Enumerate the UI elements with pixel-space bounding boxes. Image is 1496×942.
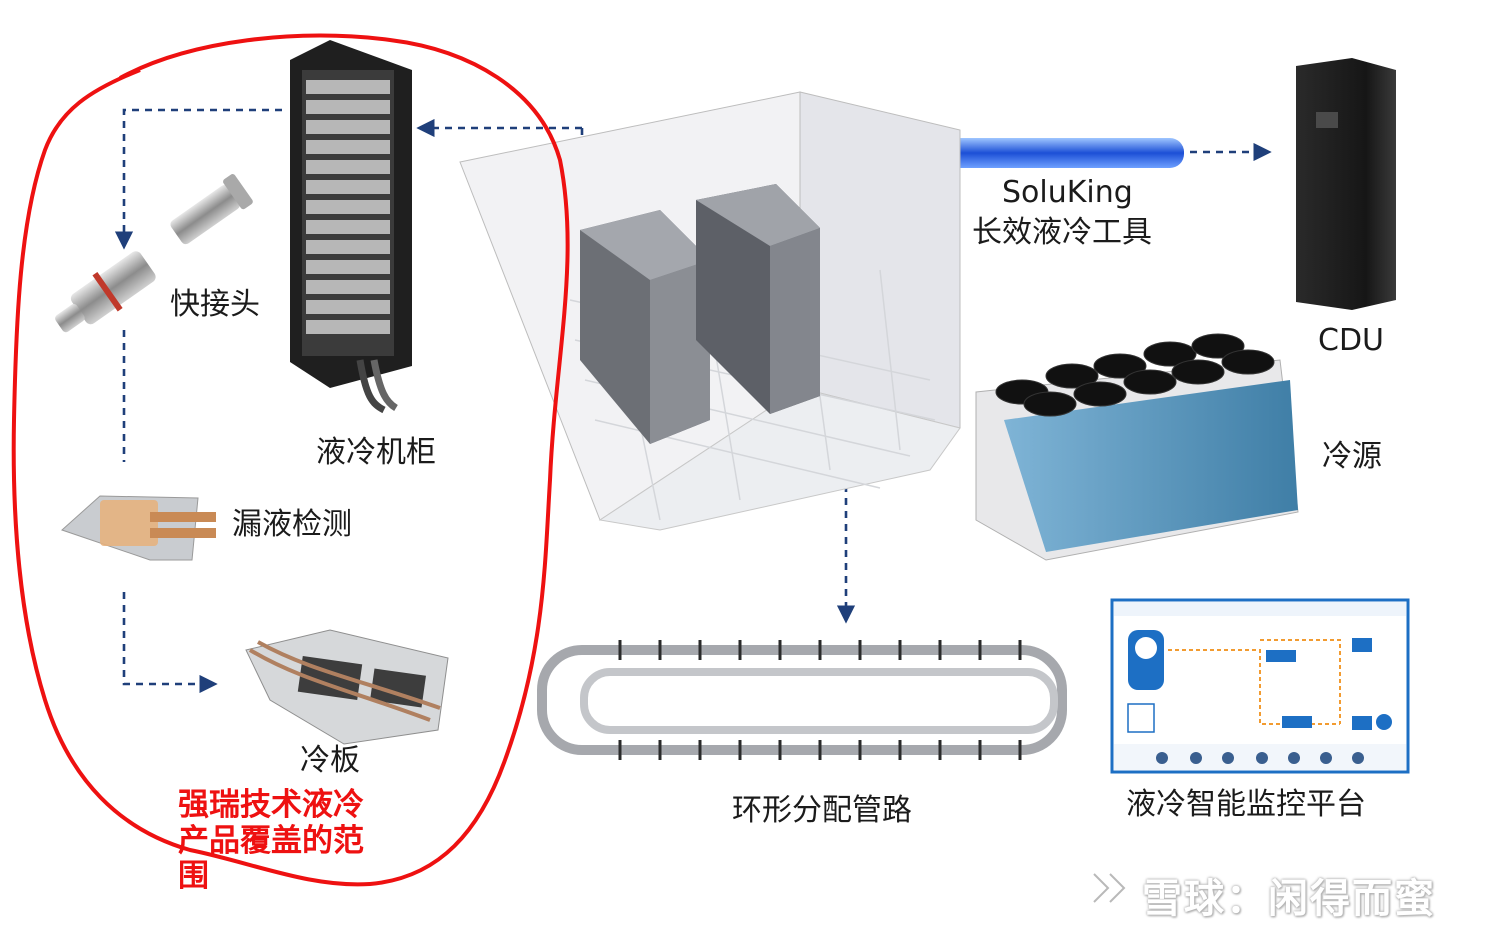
- liquid-cabinet-illustration: [290, 40, 412, 414]
- label-cold-plate: 冷板: [300, 743, 360, 778]
- highlight-note: 强瑞技术液冷产品覆盖的范围: [178, 787, 364, 895]
- cooling-source-illustration: [975, 333, 1299, 561]
- watermark-text: 雪球：闲得而蜜: [1142, 876, 1436, 922]
- label-leak-detection: 漏液检测: [232, 507, 352, 542]
- label-liquid-cabinet: 液冷机柜: [316, 435, 436, 470]
- cdu-illustration: [1296, 58, 1396, 310]
- ring-pipeline-illustration: [537, 640, 1067, 760]
- label-soluking-name: SoluKing: [1002, 175, 1133, 210]
- quick-connector-illustration: [55, 174, 253, 333]
- arrow-leak-to-coldplate: [122, 592, 218, 694]
- leak-detection-illustration: [61, 495, 216, 561]
- xueqiu-logo-icon: [1091, 871, 1129, 905]
- soluking-tube: [946, 138, 1184, 168]
- label-monitor-platform: 液冷智能监控平台: [1126, 787, 1366, 822]
- data-hall-illustration: [459, 91, 961, 531]
- monitor-platform-screenshot: [1110, 598, 1410, 774]
- label-soluking-desc: 长效液冷工具: [972, 215, 1152, 250]
- label-quick-connector: 快接头: [170, 287, 260, 322]
- cold-plate-illustration: [245, 629, 449, 745]
- label-ring-pipeline: 环形分配管路: [732, 793, 912, 828]
- highlight-loop: [11, 33, 570, 887]
- arrow-cabinet-to-connector: [114, 108, 282, 250]
- label-cooling-source: 冷源: [1322, 439, 1382, 474]
- label-cdu: CDU: [1318, 323, 1385, 358]
